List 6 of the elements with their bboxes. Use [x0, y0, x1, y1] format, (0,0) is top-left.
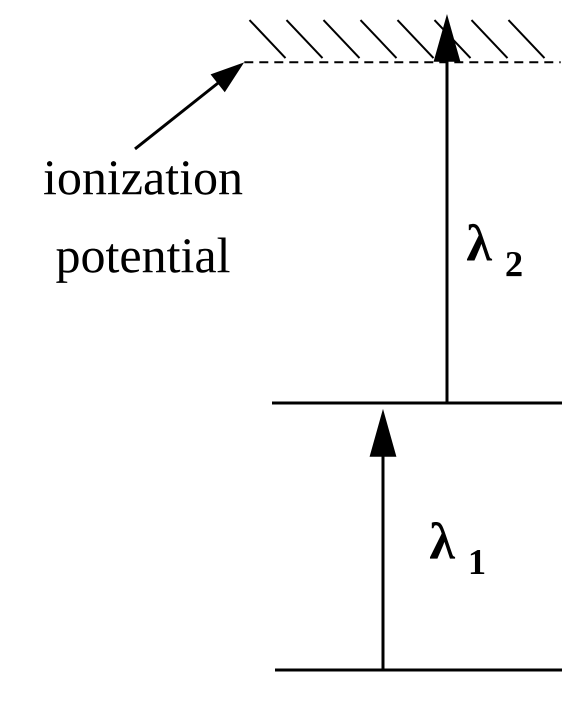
label-text: ionization potential — [44, 161, 242, 283]
energy-level — [272, 402, 562, 404]
ionization-level — [244, 19, 561, 64]
edge-label: λ $_{2}$ — [466, 224, 522, 276]
edge-label: λ $_{1}$ — [430, 522, 484, 574]
energy-level — [275, 668, 562, 672]
